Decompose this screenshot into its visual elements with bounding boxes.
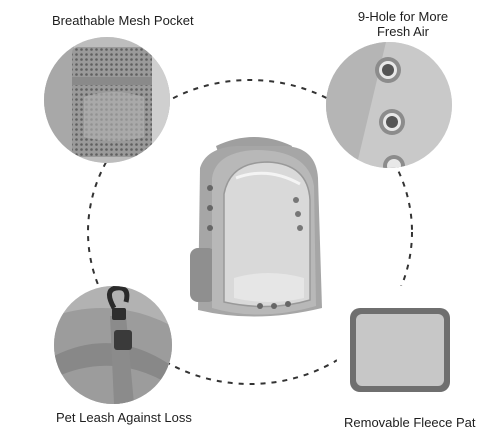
air-holes-photo [326, 42, 452, 168]
air-holes-label-line1: 9-Hole for More [357, 9, 449, 24]
mesh-pocket-photo [44, 37, 170, 163]
air-holes-label-line2: Fresh Air [376, 24, 429, 39]
bubble-backpack-photo [176, 128, 336, 328]
air-holes-label: 9-Hole for More Fresh Air [348, 9, 458, 39]
fleece-pad-label: Removable Fleece Pat [344, 415, 476, 430]
leash-clip-photo [54, 286, 172, 404]
fleece-pad-photo [336, 286, 464, 414]
leash-label: Pet Leash Against Loss [56, 410, 192, 425]
mesh-pocket-label: Breathable Mesh Pocket [52, 13, 194, 28]
